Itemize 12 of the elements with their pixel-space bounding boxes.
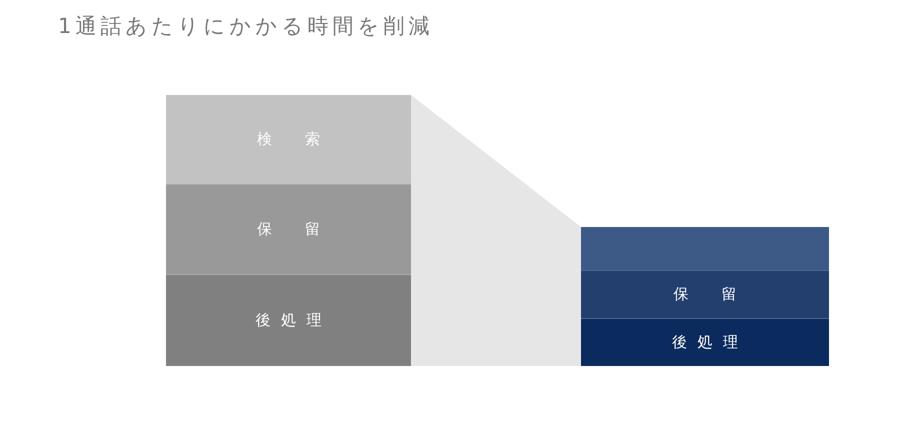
reduced-segment-bar <box>581 227 829 271</box>
time-segment-bar <box>166 275 411 366</box>
segment-label: 後処理 <box>256 311 332 330</box>
segment-label: 検索 <box>257 130 353 149</box>
time-segment-bar <box>166 95 411 185</box>
reduced-segment-bar <box>581 271 829 319</box>
title: 1通話あたりにかかる時間を削減 <box>58 13 434 40</box>
segment-label: 保留 <box>257 220 353 239</box>
reduced-segment-bar <box>581 319 829 366</box>
time-segment-bar <box>166 185 411 275</box>
segment-label: 後処理 <box>672 333 748 352</box>
segment-label: 保留 <box>674 285 770 304</box>
